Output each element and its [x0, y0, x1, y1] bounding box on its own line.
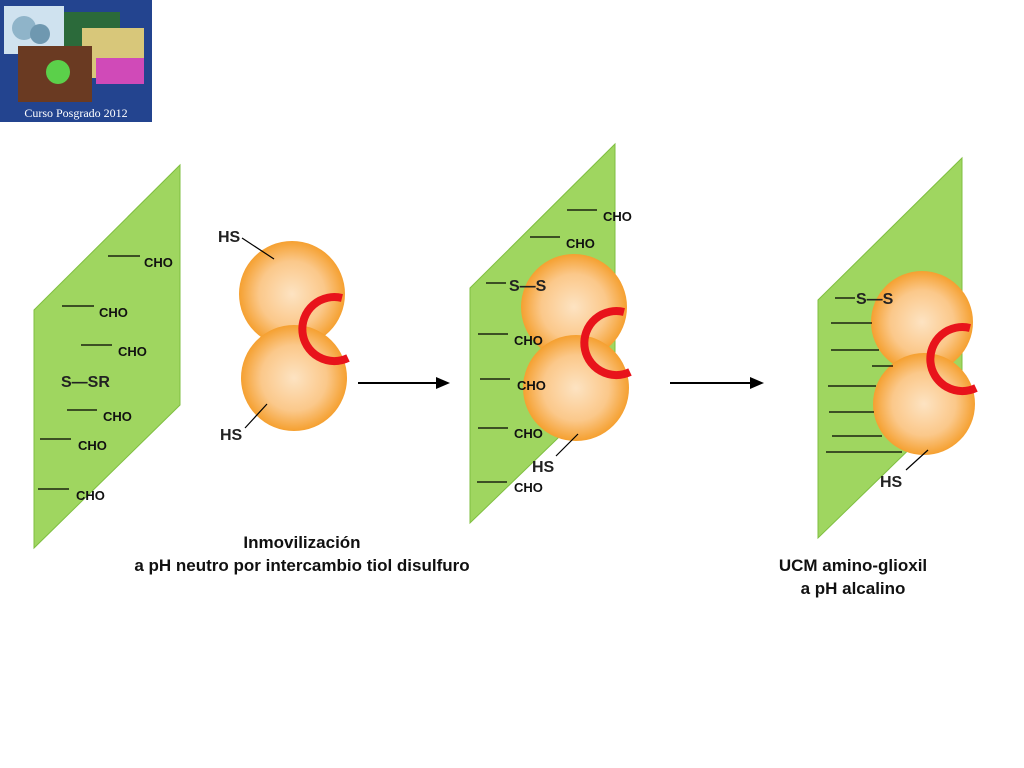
active-site: [298, 293, 350, 366]
thiol-reagent-label: S—SR: [61, 374, 110, 391]
course-logo: Curso Posgrado 2012: [0, 0, 152, 122]
enzyme-sphere-top: [239, 241, 345, 347]
logo-caption: Curso Posgrado 2012: [24, 106, 128, 120]
thiol-label: HS: [218, 229, 241, 246]
thiol-label: HS: [880, 474, 903, 491]
reaction-arrow-2: [670, 377, 764, 389]
enzyme-free: HS HS: [218, 229, 350, 444]
enzyme-sphere-top: [871, 271, 973, 373]
caption-line: UCM amino-glioxil: [778, 556, 928, 575]
cho-label: CHO: [514, 426, 543, 441]
thiol-label: HS: [220, 427, 243, 444]
cho-label: CHO: [603, 209, 632, 224]
caption-line: a pH alcalino: [800, 579, 906, 598]
support-panel-3: S—S HS: [817, 156, 978, 540]
ucm-caption: UCM amino-glioxil a pH alcalino: [753, 554, 953, 600]
cho-label: CHO: [566, 236, 595, 251]
enzyme-sphere-bottom: [873, 353, 975, 455]
support-panel-2: CHO CHO S—S CHO CHO CHO CHO HS: [469, 142, 632, 525]
cho-label: CHO: [103, 409, 132, 424]
logo-image: [0, 0, 152, 122]
disulfide-label: S—S: [856, 291, 894, 308]
enzyme-sphere-bottom: [523, 335, 629, 441]
cho-label: CHO: [78, 438, 107, 453]
cho-label: CHO: [99, 305, 128, 320]
cho-label: CHO: [144, 255, 173, 270]
support-plane-1: [33, 163, 181, 550]
active-site: [926, 323, 978, 396]
immobilization-caption: Inmovilización a pH neutro por intercamb…: [112, 531, 492, 577]
disulfide-label: S—S: [509, 278, 547, 295]
enzyme-sphere-top: [521, 254, 627, 360]
active-site: [580, 307, 632, 380]
cho-label: CHO: [514, 333, 543, 348]
reaction-arrow-1: [358, 377, 450, 389]
cho-label: CHO: [76, 488, 105, 503]
thiol-label: HS: [532, 459, 555, 476]
enzyme-sphere-bottom: [241, 325, 347, 431]
caption-line: Inmovilización: [243, 533, 361, 552]
caption-line: a pH neutro por intercambio tiol disulfu…: [134, 556, 470, 575]
cho-label: CHO: [118, 344, 147, 359]
cho-label: CHO: [514, 480, 543, 495]
support-panel-1: CHO CHO CHO S—SR CHO CHO CHO: [33, 163, 181, 550]
cho-label: CHO: [517, 378, 546, 393]
